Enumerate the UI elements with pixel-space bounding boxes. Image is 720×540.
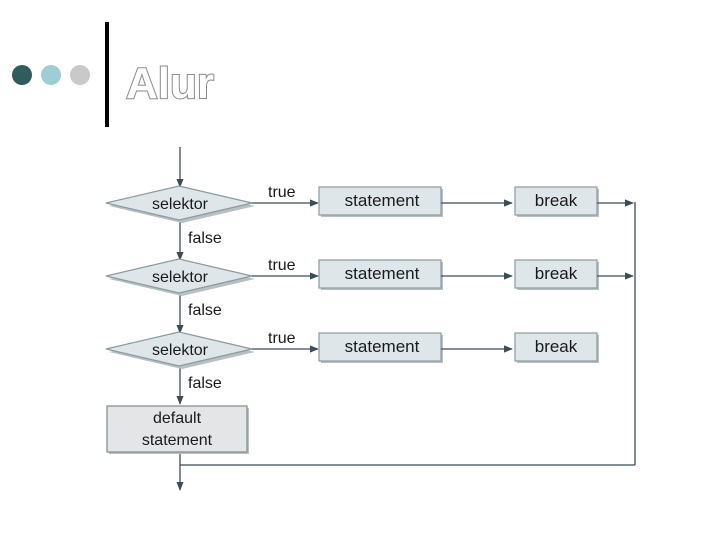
case-row-1: selektor true statement break (105, 184, 634, 223)
bullet-dot-light (41, 65, 61, 85)
break-box-1 (514, 186, 598, 216)
true-label-1: true (268, 184, 296, 201)
statement-label-2: statement (345, 264, 420, 283)
bullet-dot-gray (70, 65, 90, 85)
true-label-2: true (268, 257, 296, 274)
default-label-line1: default (153, 410, 202, 427)
break-box-2 (514, 259, 598, 289)
statement-box-1 (318, 186, 442, 216)
statement-label-3: statement (345, 337, 420, 356)
break-label-3: break (535, 337, 578, 356)
true-label-3: true (268, 330, 296, 347)
selector-label-3: selektor (152, 342, 209, 359)
break-box-3 (514, 332, 598, 362)
statement-label-1: statement (345, 191, 420, 210)
break-label-2: break (535, 264, 578, 283)
false-label-2: false (188, 302, 222, 319)
statement-box-2 (318, 259, 442, 289)
false-label-1: false (188, 230, 222, 247)
default-label-line2: statement (142, 432, 213, 449)
bullet-dot-dark (12, 65, 32, 85)
default-row: default statement (106, 405, 249, 454)
slide-title: Alur (126, 59, 214, 108)
false-label-3: false (188, 375, 222, 392)
case-row-3: selektor true statement break (105, 330, 599, 369)
selector-label-2: selektor (152, 269, 209, 286)
case-row-2: selektor true statement break (105, 257, 634, 296)
title-divider (105, 22, 109, 127)
selector-label-1: selektor (152, 196, 209, 213)
break-label-1: break (535, 191, 578, 210)
default-statement-box (106, 405, 248, 453)
statement-box-3 (318, 332, 442, 362)
